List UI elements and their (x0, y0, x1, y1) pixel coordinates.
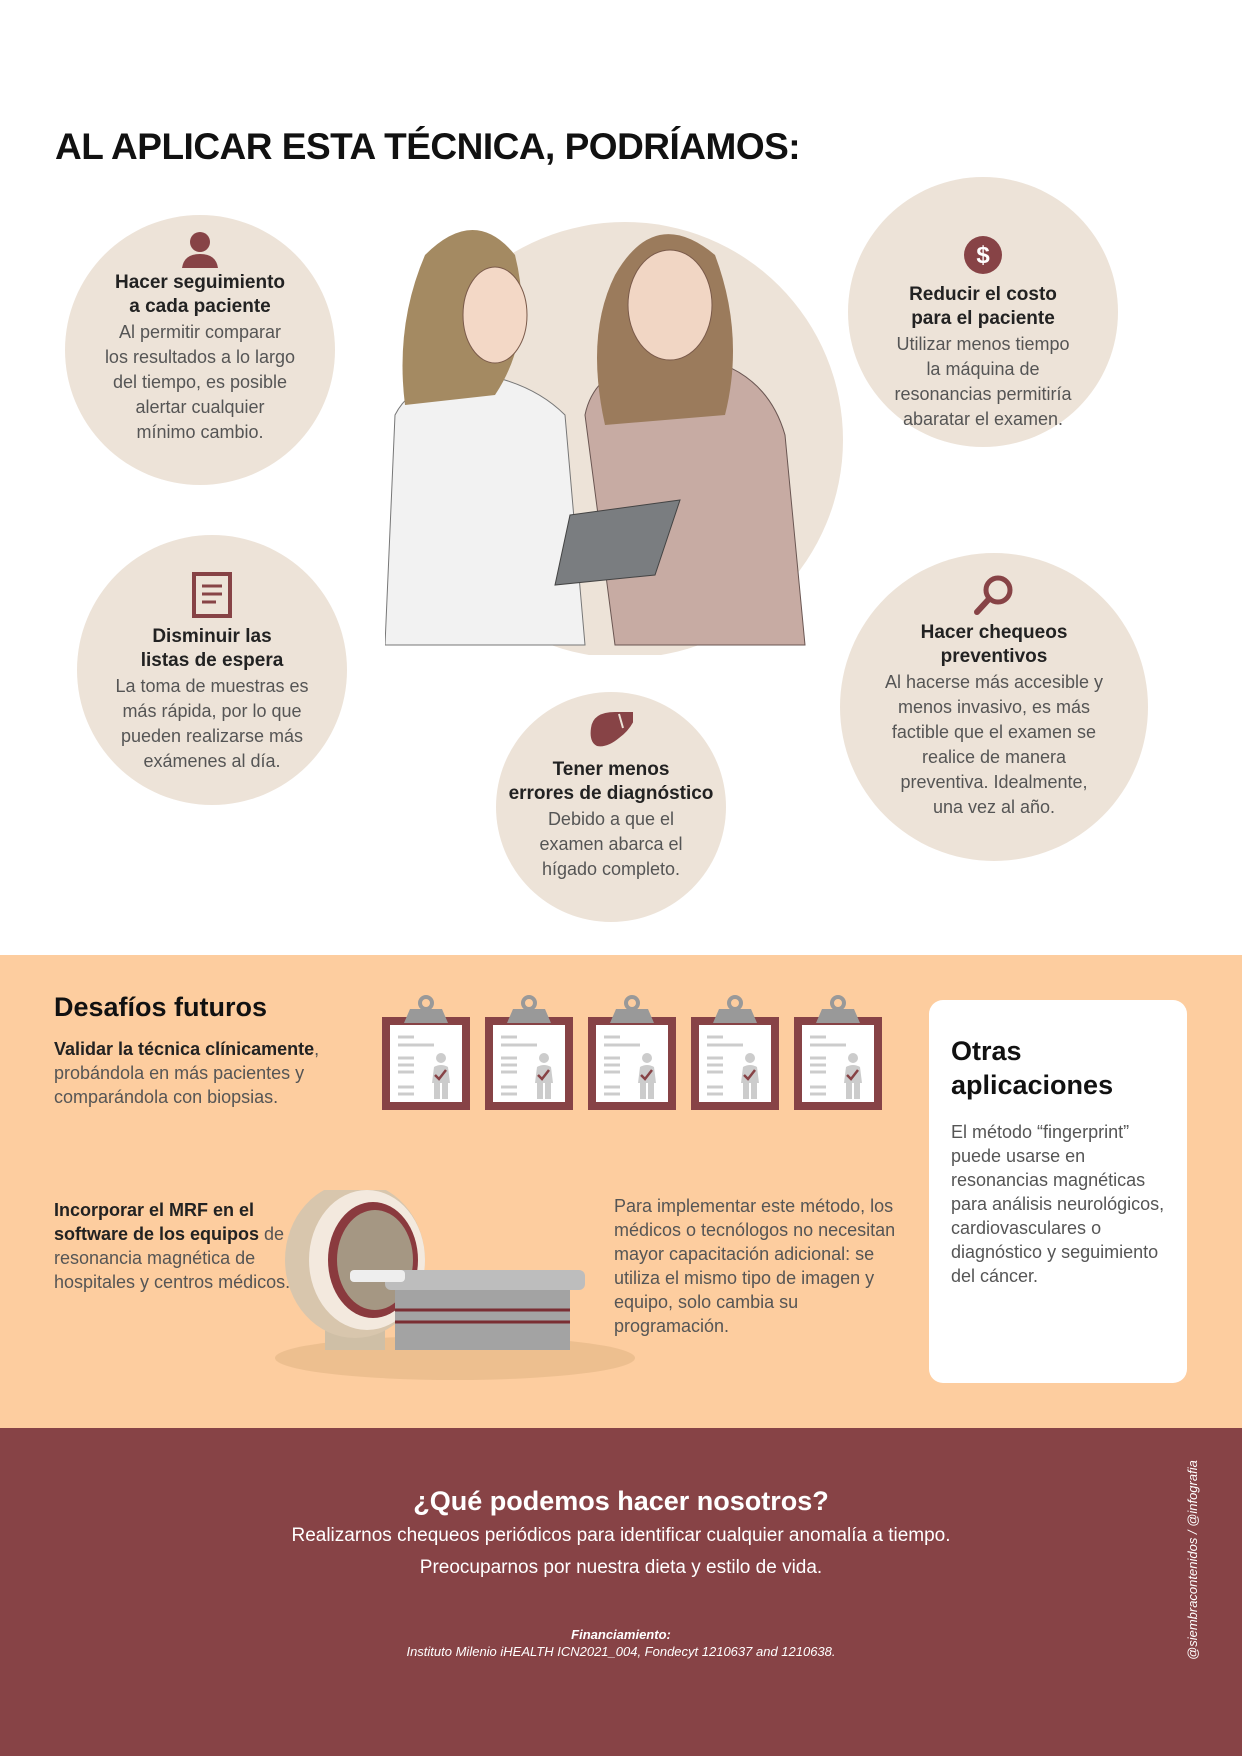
page-title: AL APLICAR ESTA TÉCNICA, PODRÍAMOS: (55, 126, 801, 167)
clipboard-patient-icon (588, 995, 676, 1115)
person-icon (178, 227, 222, 271)
mri-machine-illustration (255, 1182, 665, 1395)
challenge-incorporate: Incorporar el MRF en el software de los … (54, 1200, 291, 1292)
challenge-validate: Validar la técnica clínicamente, probánd… (54, 1039, 320, 1107)
clipboard-patient-icon (485, 995, 573, 1115)
clipboard-icons (382, 995, 882, 1115)
other-applications-card: Otras aplicaciones El método “fingerprin… (929, 1000, 1187, 1383)
footer-section: ¿Qué podemos hacer nosotros? Realizarnos… (0, 1428, 1242, 1756)
svg-text:$: $ (976, 242, 990, 269)
benefit-circle-diagnosis-errors: Tener menos errores de diagnóstico Debid… (496, 692, 726, 922)
magnifier-icon (972, 573, 1016, 617)
dollar-icon: $ (961, 233, 1005, 277)
clipboard-patient-icon (794, 995, 882, 1115)
doctor-patient-illustration (384, 215, 855, 658)
credit-text: @siembracontenidos / @infografia (1185, 1460, 1200, 1660)
implement-text: Para implementar este método, los médico… (614, 1196, 896, 1336)
challenges-heading: Desafíos futuros (54, 992, 268, 1022)
clipboard-patient-icon (382, 995, 470, 1115)
benefit-circle-follow-up: Hacer seguimiento a cada paciente Al per… (65, 215, 335, 485)
benefit-circle-waiting-lists: Disminuir las listas de espera La toma d… (77, 535, 347, 805)
benefit-circle-preventive: Hacer chequeos preventivos Al hacerse má… (840, 553, 1148, 861)
document-icon (190, 572, 234, 618)
liver-icon (589, 708, 633, 752)
clipboard-patient-icon (691, 995, 779, 1115)
benefit-circle-reduce-cost: $ Reducir el costo para el paciente Util… (848, 177, 1118, 447)
